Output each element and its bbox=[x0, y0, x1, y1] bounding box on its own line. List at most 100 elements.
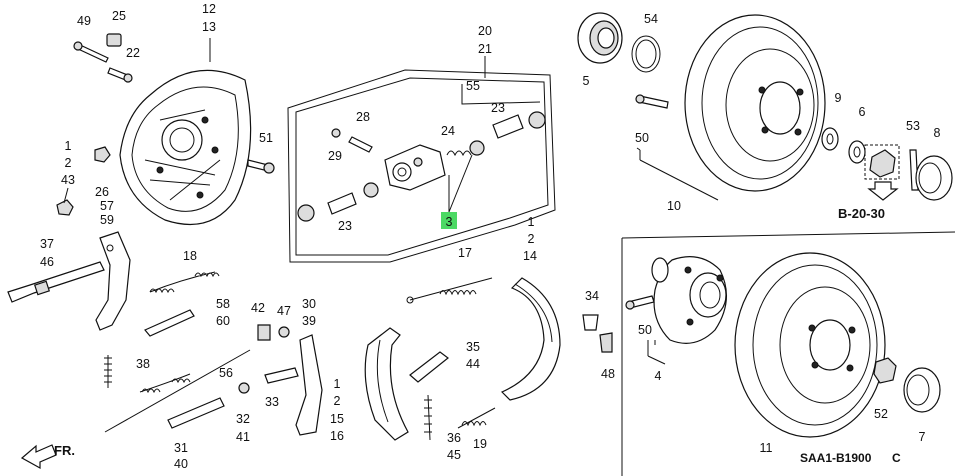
callout-43[interactable]: 43 bbox=[61, 173, 75, 187]
callout-8[interactable]: 8 bbox=[934, 126, 941, 140]
bleeder-screw-28[interactable] bbox=[348, 136, 373, 153]
washer-9[interactable] bbox=[821, 127, 839, 151]
callout-55[interactable]: 55 bbox=[466, 79, 480, 93]
clip-48[interactable] bbox=[599, 332, 613, 353]
cup-upper[interactable] bbox=[469, 140, 485, 156]
callout-40[interactable]: 40 bbox=[174, 457, 188, 471]
spring-36[interactable] bbox=[424, 394, 432, 441]
retainer-33[interactable] bbox=[264, 367, 299, 384]
cap-8[interactable] bbox=[915, 155, 953, 201]
callout-53[interactable]: 53 bbox=[906, 119, 920, 133]
nut-26[interactable] bbox=[94, 146, 111, 163]
callout-7[interactable]: 7 bbox=[919, 430, 926, 444]
callout-29[interactable]: 29 bbox=[328, 149, 342, 163]
callout-15[interactable]: 15 bbox=[330, 412, 344, 426]
ref-arrow[interactable] bbox=[867, 181, 899, 201]
bleeder-22[interactable] bbox=[107, 67, 133, 83]
brake-shoe-left[interactable] bbox=[364, 327, 409, 441]
backing-plate[interactable] bbox=[119, 69, 252, 226]
washer-6[interactable] bbox=[848, 140, 866, 164]
hub-4[interactable] bbox=[651, 256, 728, 344]
callout-1a[interactable]: 1 bbox=[65, 139, 72, 153]
callout-50a[interactable]: 50 bbox=[635, 131, 649, 145]
callout-30[interactable]: 30 bbox=[302, 297, 316, 311]
hub-bolt-50-upper[interactable] bbox=[635, 94, 669, 109]
pin-42[interactable] bbox=[257, 324, 271, 341]
callout-32[interactable]: 32 bbox=[236, 412, 250, 426]
bolt-51[interactable] bbox=[247, 159, 275, 174]
callout-3[interactable]: 3 bbox=[446, 215, 453, 229]
callout-22[interactable]: 22 bbox=[126, 46, 140, 60]
callout-18[interactable]: 18 bbox=[183, 249, 197, 263]
callout-2b[interactable]: 2 bbox=[334, 394, 341, 408]
callout-49[interactable]: 49 bbox=[77, 14, 91, 28]
reference-label[interactable]: B-20-30 bbox=[838, 206, 885, 221]
spring-24[interactable] bbox=[446, 150, 472, 157]
spring-19[interactable] bbox=[457, 407, 496, 429]
callout-28[interactable]: 28 bbox=[356, 110, 370, 124]
callout-58[interactable]: 58 bbox=[216, 297, 230, 311]
callout-23a[interactable]: 23 bbox=[491, 101, 505, 115]
callout-33[interactable]: 33 bbox=[265, 395, 279, 409]
callout-47[interactable]: 47 bbox=[277, 304, 291, 318]
callout-41[interactable]: 41 bbox=[236, 430, 250, 444]
callout-12[interactable]: 12 bbox=[202, 2, 216, 16]
callout-13[interactable]: 13 bbox=[202, 20, 216, 34]
callout-21[interactable]: 21 bbox=[478, 42, 492, 56]
bolt-49[interactable] bbox=[73, 41, 109, 63]
callout-56[interactable]: 56 bbox=[219, 366, 233, 380]
lever-30[interactable] bbox=[295, 334, 323, 436]
callout-46[interactable]: 46 bbox=[40, 255, 54, 269]
callout-57[interactable]: 57 bbox=[100, 199, 114, 213]
callout-36[interactable]: 36 bbox=[447, 431, 461, 445]
parking-cable-end[interactable] bbox=[7, 261, 105, 303]
spindle-nut-outline[interactable] bbox=[864, 144, 900, 180]
callout-1c[interactable]: 1 bbox=[528, 215, 535, 229]
callout-17[interactable]: 17 bbox=[458, 246, 472, 260]
callout-24[interactable]: 24 bbox=[441, 124, 455, 138]
bearing-5[interactable] bbox=[577, 12, 623, 64]
piston-23-upper[interactable] bbox=[492, 111, 546, 139]
callout-19[interactable]: 19 bbox=[473, 437, 487, 451]
callout-37[interactable]: 37 bbox=[40, 237, 54, 251]
callout-54[interactable]: 54 bbox=[644, 12, 658, 26]
callout-26[interactable]: 26 bbox=[95, 185, 109, 199]
cap-7[interactable] bbox=[903, 367, 941, 413]
callout-34[interactable]: 34 bbox=[585, 289, 599, 303]
cap-29[interactable] bbox=[331, 128, 341, 138]
spring-56[interactable] bbox=[139, 373, 191, 394]
clip-25[interactable] bbox=[106, 33, 122, 47]
spring-18[interactable] bbox=[149, 271, 220, 294]
strut-31[interactable] bbox=[167, 397, 225, 429]
callout-52[interactable]: 52 bbox=[874, 407, 888, 421]
bolt-32[interactable] bbox=[238, 382, 250, 394]
callout-2c[interactable]: 2 bbox=[528, 232, 535, 246]
nut-52[interactable] bbox=[873, 357, 897, 384]
washer-47[interactable] bbox=[278, 326, 290, 338]
callout-2a[interactable]: 2 bbox=[65, 156, 72, 170]
callout-39[interactable]: 39 bbox=[302, 314, 316, 328]
callout-1b[interactable]: 1 bbox=[334, 377, 341, 391]
wheel-cylinder[interactable] bbox=[384, 144, 446, 191]
hub-bolt-50-lower[interactable] bbox=[625, 295, 655, 310]
callout-6[interactable]: 6 bbox=[859, 105, 866, 119]
brake-drum-11[interactable] bbox=[734, 252, 886, 438]
bolt-34[interactable] bbox=[582, 314, 599, 331]
adjuster-58[interactable] bbox=[144, 309, 195, 337]
callout-11[interactable]: 11 bbox=[760, 441, 773, 455]
callout-45[interactable]: 45 bbox=[447, 448, 461, 462]
callout-25[interactable]: 25 bbox=[112, 9, 126, 23]
parking-lever[interactable] bbox=[95, 231, 131, 331]
spring-38[interactable] bbox=[104, 355, 112, 388]
callout-50b[interactable]: 50 bbox=[638, 323, 652, 337]
piston-23-lower[interactable] bbox=[297, 182, 379, 222]
callout-23b[interactable]: 23 bbox=[338, 219, 352, 233]
brake-shoe-right[interactable] bbox=[500, 277, 561, 401]
callout-35[interactable]: 35 bbox=[466, 340, 480, 354]
spring-17[interactable] bbox=[406, 277, 493, 304]
callout-14[interactable]: 14 bbox=[523, 249, 537, 263]
retainer-35[interactable] bbox=[409, 351, 449, 383]
callout-59[interactable]: 59 bbox=[100, 213, 114, 227]
callout-5[interactable]: 5 bbox=[583, 74, 590, 88]
callout-10[interactable]: 10 bbox=[667, 199, 681, 213]
